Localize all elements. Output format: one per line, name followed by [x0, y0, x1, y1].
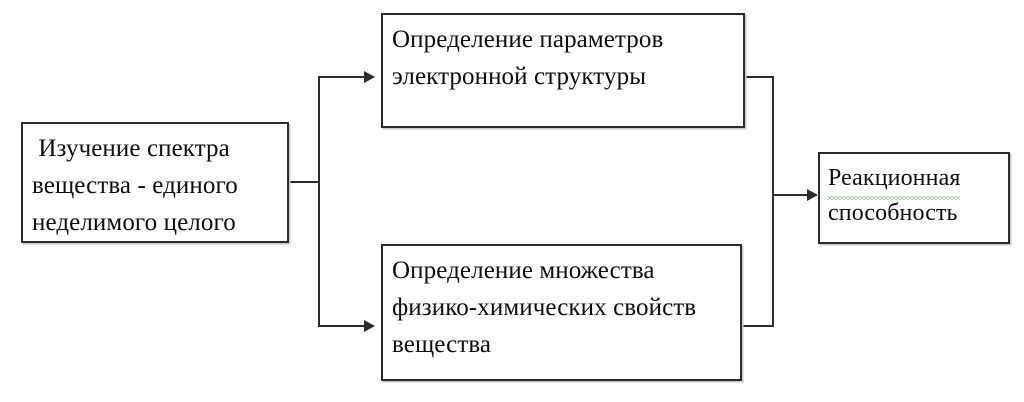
arrowhead-reactivity: [807, 189, 818, 201]
node-reactivity-label-rest: способность: [828, 165, 967, 226]
node-source-box[interactable]: Изучение спектра вещества - единого неде…: [21, 122, 289, 243]
edge-physchem-stub: [742, 325, 774, 327]
edge-right-spine: [772, 76, 774, 327]
node-reactivity-label: Реакционная способность: [828, 161, 1002, 231]
edge-to-electronic: [318, 76, 364, 78]
node-source-label: Изучение спектра вещества - единого неде…: [32, 135, 245, 236]
node-reactivity-box[interactable]: Реакционная способность: [818, 152, 1010, 244]
arrowhead-physchem: [364, 320, 375, 332]
arrowhead-electronic: [364, 71, 375, 83]
edge-to-reactivity: [772, 194, 808, 196]
node-electronic-structure-label: Определение параметров электронной струк…: [392, 26, 670, 90]
edge-left-spine: [318, 77, 320, 327]
edge-source-stub: [289, 181, 320, 183]
node-electronic-structure-box[interactable]: Определение параметров электронной струк…: [381, 13, 745, 128]
edge-to-physchem: [318, 325, 364, 327]
misspelled-word-highlight: Реакционная: [828, 161, 961, 200]
node-physchem-properties-box[interactable]: Определение множества физико-химических …: [381, 244, 742, 381]
edge-electronic-stub: [745, 76, 774, 78]
node-physchem-properties-label: Определение множества физико-химических …: [392, 257, 703, 358]
